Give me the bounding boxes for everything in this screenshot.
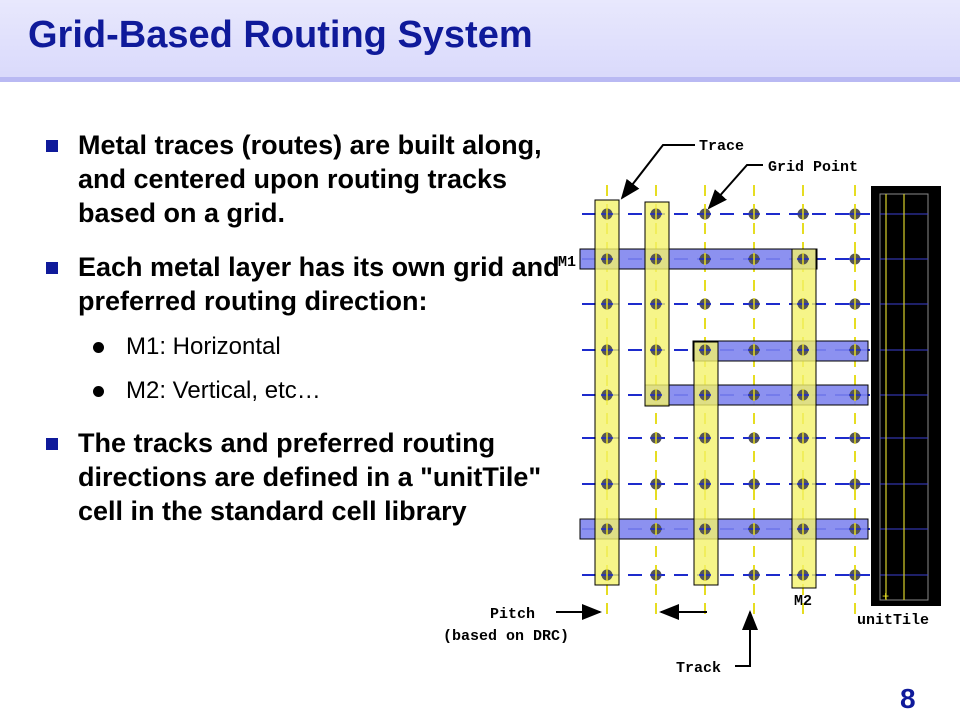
m1-horizontal-trace <box>579 248 818 270</box>
track-arrow <box>735 610 758 667</box>
unittile-background <box>871 186 941 606</box>
m1-horizontal-trace <box>579 518 869 540</box>
m1-label: M1 <box>558 254 576 271</box>
trace-arrow <box>620 144 695 200</box>
title-underline <box>0 77 960 82</box>
sub-bullet-item: M1: Horizontal <box>40 332 560 362</box>
grid-points <box>601 208 861 581</box>
sub-bullet-text: M1: Horizontal <box>126 333 281 360</box>
bullet-item: Metal traces (routes) are built along, a… <box>40 128 560 230</box>
sub-bullet-text: M2: Vertical, etc… <box>126 377 321 404</box>
title-bar <box>0 0 960 80</box>
unittile-cell: + <box>871 186 941 606</box>
bullet-item: The tracks and preferred routing directi… <box>40 426 560 528</box>
sub-bullet-item: M2: Vertical, etc… <box>40 376 560 406</box>
square-bullet-icon <box>46 262 58 274</box>
grid-point-arrow <box>707 164 763 210</box>
bullet-list: Metal traces (routes) are built along, a… <box>40 128 560 548</box>
round-bullet-icon <box>93 386 104 397</box>
trace-label: Trace <box>699 138 744 155</box>
svg-text:+: + <box>882 590 889 604</box>
bullet-text: Each metal layer has its own grid and pr… <box>78 252 560 316</box>
track-label: Track <box>676 660 721 677</box>
bullet-item: Each metal layer has its own grid and pr… <box>40 250 560 318</box>
pitch-label: Pitch <box>490 606 535 623</box>
m2-vertical-trace <box>693 341 719 586</box>
bullet-text: The tracks and preferred routing directi… <box>78 428 542 526</box>
slide-title: Grid-Based Routing System <box>28 14 533 56</box>
pitch-note-label: (based on DRC) <box>443 628 569 645</box>
page-number: 8 <box>900 683 916 714</box>
grid-point-label: Grid Point <box>768 159 858 176</box>
round-bullet-icon <box>93 342 104 353</box>
square-bullet-icon <box>46 140 58 152</box>
square-bullet-icon <box>46 438 58 450</box>
bullet-text: Metal traces (routes) are built along, a… <box>78 130 542 228</box>
unittile-label: unitTile <box>857 612 929 629</box>
m1-horizontal-trace <box>692 340 869 362</box>
m2-label: M2 <box>794 593 812 610</box>
